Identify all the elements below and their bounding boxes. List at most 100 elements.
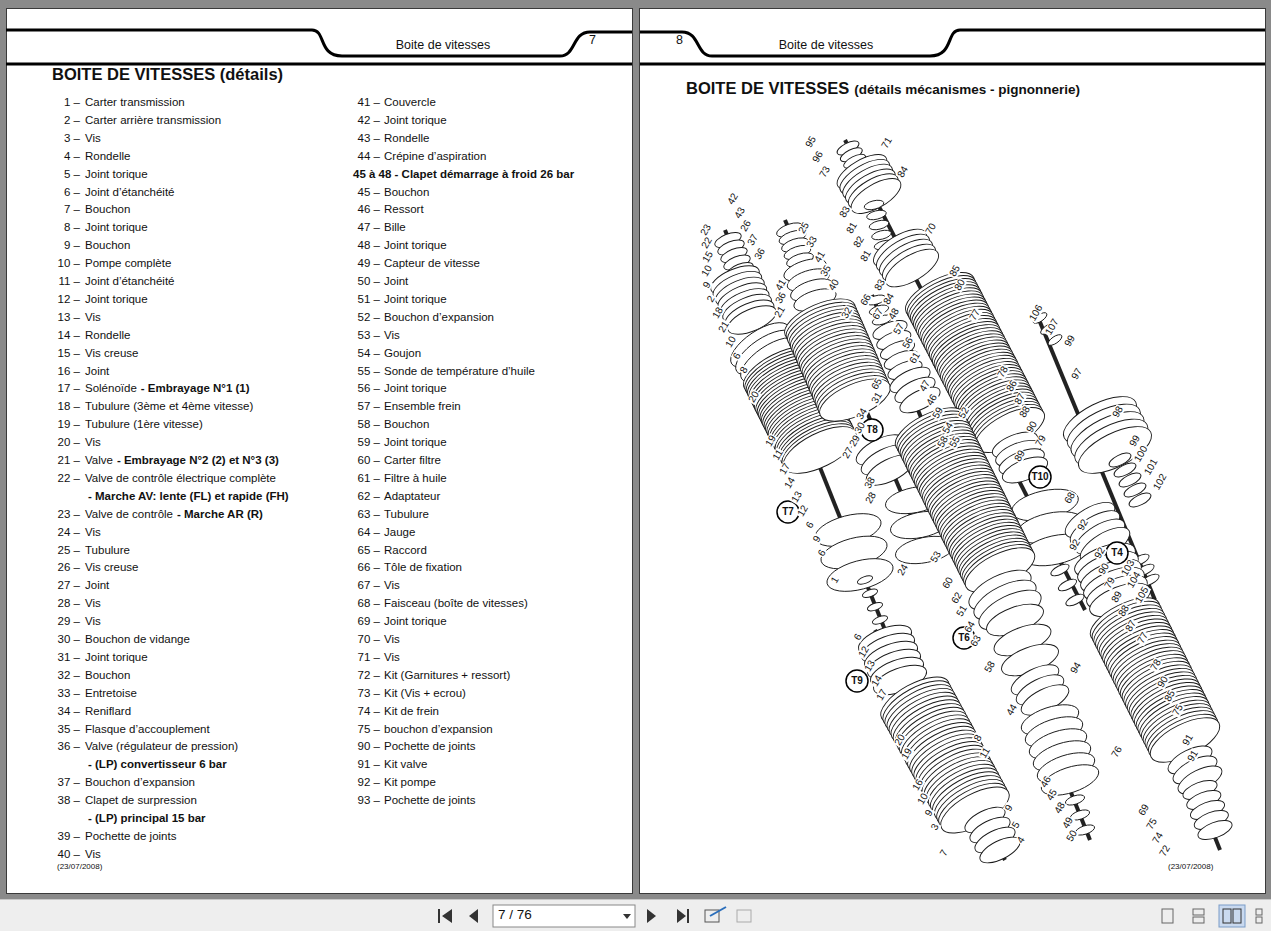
part-number: 70 –: [358, 633, 380, 646]
part-name: Kit valve: [384, 758, 427, 771]
callout-number: 28: [863, 490, 878, 506]
part-number: 93 –: [358, 794, 380, 807]
part-number: 19 –: [58, 418, 80, 431]
part-number: 90 –: [358, 740, 380, 753]
part-name: Carter transmission: [85, 96, 185, 109]
part-number: 4 –: [64, 150, 80, 163]
part-number: 57 –: [358, 400, 380, 413]
part-number: 66 –: [358, 561, 380, 574]
callout-number: 4: [1015, 834, 1027, 846]
callout-number: 79: [1033, 433, 1048, 449]
part-name: Vis: [384, 651, 400, 664]
part-number: 17 –: [58, 382, 80, 395]
part-name: Vis: [85, 615, 101, 628]
callout-number: 68: [1062, 490, 1077, 506]
callout-number: 83: [872, 277, 887, 293]
callout-number: 65: [869, 376, 884, 392]
part-name: Joint: [85, 579, 109, 592]
part-name: Valve de contrôle: [85, 508, 173, 521]
part-number: 38 –: [58, 794, 80, 807]
part-name: Tubulure: [384, 508, 429, 521]
page-counter: 7 / 76: [498, 907, 532, 923]
part-name: Rondelle: [384, 132, 429, 145]
callout-number: 6: [816, 547, 828, 559]
page-title: BOITE DE VITESSES: [686, 79, 849, 98]
part-name: Joint d’étanchéité: [85, 275, 175, 288]
part-name: Sonde de température d’huile: [384, 365, 535, 378]
callout-tag: T7: [782, 507, 794, 517]
part-name: Vis: [85, 597, 101, 610]
part-group: 45 à 48 - Clapet démarrage à froid 26 ba…: [353, 168, 574, 181]
callout-number: 94: [1068, 660, 1083, 676]
part-number: 48 –: [358, 239, 380, 252]
part-name: Joint torique: [384, 239, 447, 252]
date-stamp: (23/07/2008): [57, 862, 102, 871]
gear-disc: [861, 587, 878, 599]
callout-number: 8: [738, 364, 750, 376]
gear-disc: [814, 370, 896, 430]
callout-number: 20: [746, 389, 761, 405]
callout-number: 81: [858, 248, 873, 264]
part-name: Faisceau (boîte de vitesses): [384, 597, 528, 610]
part-number: 33 –: [58, 687, 80, 700]
part-name: Joint torique: [85, 168, 148, 181]
callout-number: 48: [1052, 800, 1067, 816]
callout-number: 9: [1003, 802, 1015, 814]
part-number: 65 –: [358, 544, 380, 557]
callout-number: 6: [852, 631, 864, 643]
part-number: 8 –: [64, 221, 80, 234]
callout-number: 83: [837, 204, 852, 220]
part-name: Pompe complète: [85, 257, 171, 270]
part-name: Kit pompe: [384, 776, 436, 789]
part-number: 26 –: [58, 561, 80, 574]
callout-number: 89: [1012, 448, 1027, 464]
gear-disc: [871, 229, 892, 242]
callout-number: 33: [804, 234, 819, 250]
callout-number: 10: [699, 263, 714, 279]
part-number: 62 –: [358, 490, 380, 503]
callout-tag: T4: [1111, 548, 1123, 558]
part-number: 68 –: [358, 597, 380, 610]
gear-disc: [1049, 562, 1071, 578]
gear-disc: [868, 219, 889, 232]
callout-number: 106: [1027, 302, 1045, 323]
part-note: - Embrayage N°2 (2) et N°3 (3): [117, 454, 279, 467]
part-number: 45 –: [358, 186, 380, 199]
part-number: 40 –: [58, 848, 80, 861]
part-number: 42 –: [358, 114, 380, 127]
part-name: Carter arrière transmission: [85, 114, 221, 127]
part-name: Vis: [384, 329, 400, 342]
callout-number: 7: [938, 847, 950, 859]
part-name: Bouchon: [85, 239, 130, 252]
part-number: 1 –: [64, 96, 80, 109]
callout-number: 55: [947, 434, 962, 450]
callout-number: 70: [923, 221, 938, 237]
part-number: 37 –: [58, 776, 80, 789]
part-number: 75 –: [358, 723, 380, 736]
part-number: 56 –: [358, 382, 380, 395]
callout-number: 97: [1069, 366, 1084, 382]
part-name: Ensemble frein: [384, 400, 461, 413]
callout-number: 92: [1067, 537, 1082, 553]
part-note: - Embrayage N°1 (1): [141, 382, 250, 395]
callout-circle: [1029, 466, 1051, 488]
part-number: 28 –: [58, 597, 80, 610]
part-name: Bouchon: [85, 669, 130, 682]
callout-number: 71: [879, 135, 894, 151]
part-name: Crépine d’aspiration: [384, 150, 486, 163]
callout-number: 75: [1170, 702, 1185, 718]
callout-number: 84: [895, 164, 910, 180]
part-number: 20 –: [58, 436, 80, 449]
callout-number: 17: [874, 687, 889, 703]
part-number: 30 –: [58, 633, 80, 646]
part-number: 53 –: [358, 329, 380, 342]
part-name: Entretoise: [85, 687, 137, 700]
part-name: Joint: [384, 275, 408, 288]
callout-number: 61: [907, 350, 922, 366]
part-number: 16 –: [58, 365, 80, 378]
part-name: Joint torique: [384, 114, 447, 127]
part-name: Vis: [384, 633, 400, 646]
callout-number: 76: [1109, 744, 1124, 760]
part-number: 55 –: [358, 365, 380, 378]
callout-number: 87: [1123, 618, 1138, 634]
